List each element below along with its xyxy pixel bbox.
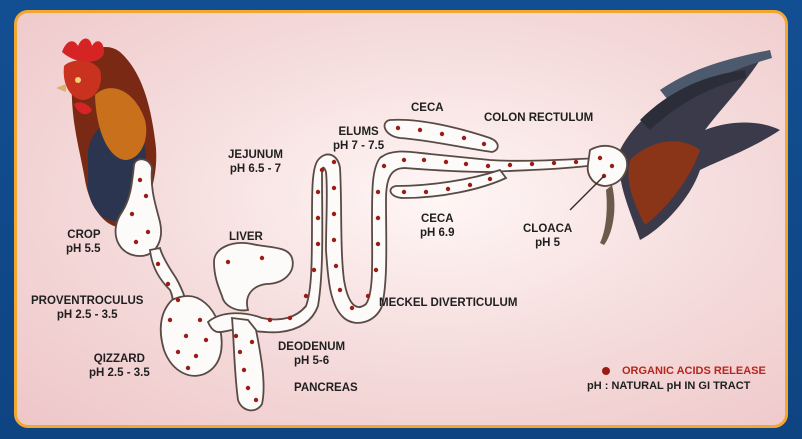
cloaca-shape: [588, 146, 627, 186]
ceca-bottom-label: CECA pH 6.9: [420, 212, 455, 240]
crop-name: CROP: [66, 228, 101, 242]
cloaca-name: CLOACA: [523, 222, 572, 236]
liver-label: LIVER: [229, 230, 263, 244]
cloaca-ph: pH 5: [523, 236, 572, 250]
proventroculus-ph: pH 2.5 - 3.5: [31, 308, 143, 322]
ceca-lower-shape: [390, 170, 506, 198]
cloaca-label: CLOACA pH 5: [523, 222, 572, 250]
legend-ph: pH : NATURAL pH IN GI TRACT: [587, 379, 750, 393]
liver-shape: [214, 243, 293, 310]
crop-label: CROP pH 5.5: [66, 228, 101, 256]
qizzard-ph: pH 2.5 - 3.5: [89, 366, 150, 380]
qizzard-label: QIZZARD pH 2.5 - 3.5: [89, 352, 150, 380]
proventriculus-gizzard-shape: [161, 296, 222, 376]
proventroculus-name: PROVENTROCULUS: [31, 294, 143, 308]
cloaca-pointer: [570, 176, 604, 210]
ceca-top-label: CECA: [411, 101, 444, 115]
legend-dot-icon: [602, 367, 610, 375]
crop-ph: pH 5.5: [66, 242, 101, 256]
rooster-tail-illustration: [600, 50, 780, 245]
elums-name: ELUMS: [333, 125, 384, 139]
elums-label: ELUMS pH 7 - 7.5: [333, 125, 384, 153]
legend-organic-acids: ORGANIC ACIDS RELEASE: [622, 364, 766, 378]
ceca-bottom-name: CECA: [420, 212, 455, 226]
pancreas-label: PANCREAS: [294, 381, 358, 395]
proventroculus-label: PROVENTROCULUS pH 2.5 - 3.5: [31, 294, 143, 322]
gi-tract-outline: [116, 120, 627, 411]
deodenum-ph: pH 5-6: [278, 354, 345, 368]
jejunum-ph: pH 6.5 - 7: [228, 162, 283, 176]
meckel-diverticulum-label: MECKEL DIVERTICULUM: [379, 296, 517, 310]
jejunum-label: JEJUNUM pH 6.5 - 7: [228, 148, 283, 176]
jejunum-name: JEJUNUM: [228, 148, 283, 162]
deodenum-name: DEODENUM: [278, 340, 345, 354]
colon-rectulum-label: COLON RECTULUM: [484, 111, 593, 125]
deodenum-label: DEODENUM pH 5-6: [278, 340, 345, 368]
ceca-bottom-ph: pH 6.9: [420, 226, 455, 240]
qizzard-name: QIZZARD: [89, 352, 150, 366]
elums-ph: pH 7 - 7.5: [333, 139, 384, 153]
